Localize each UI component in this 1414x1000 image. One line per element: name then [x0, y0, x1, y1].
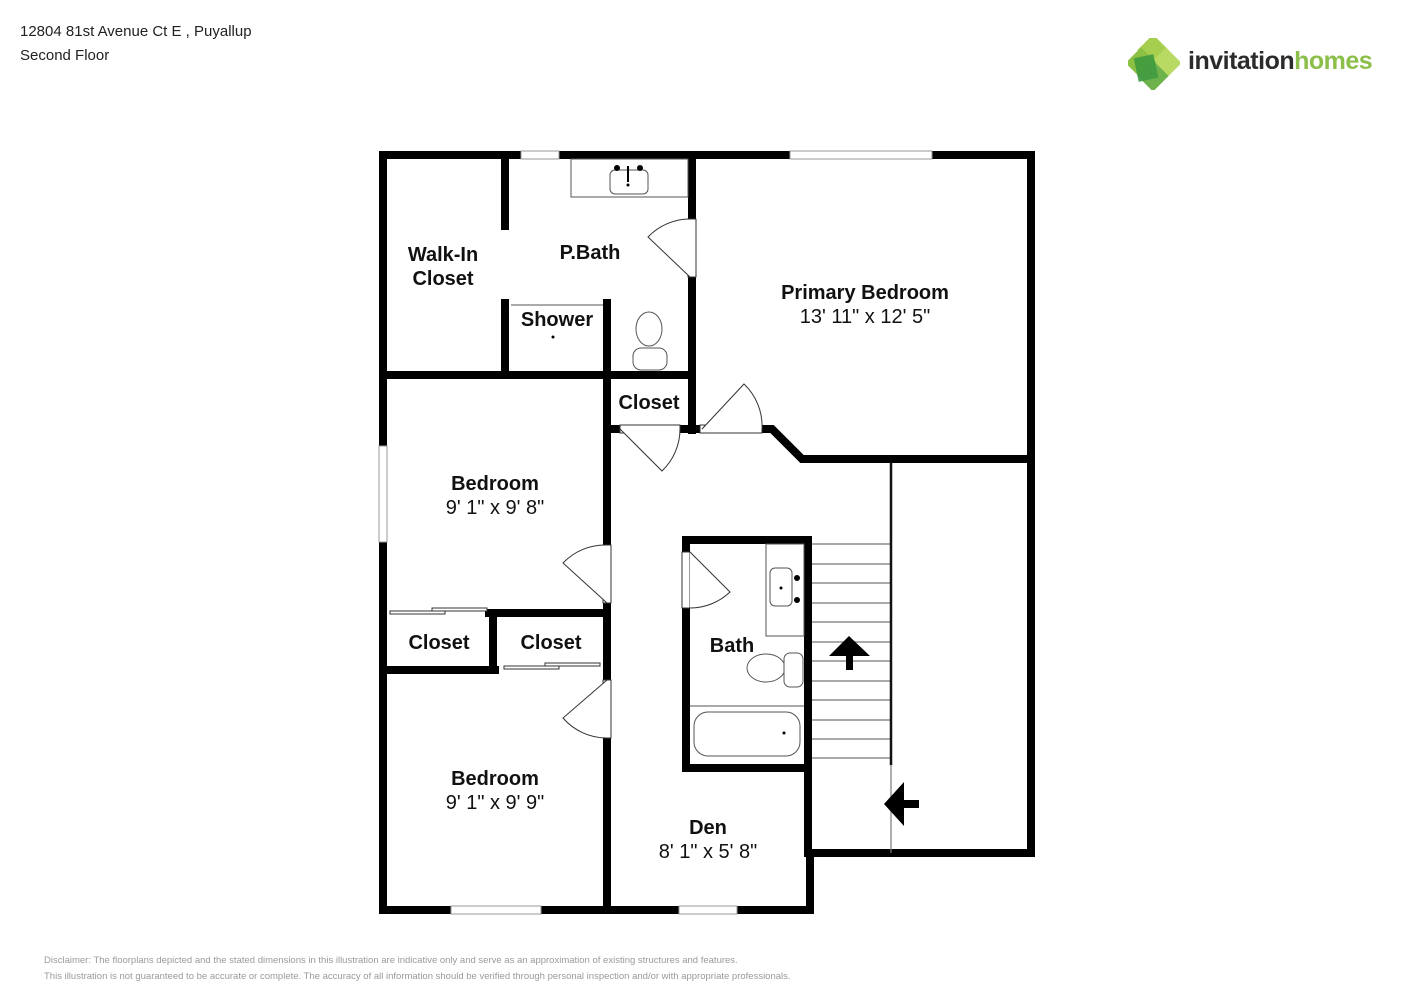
den-dims: 8' 1" x 5' 8" — [658, 841, 758, 863]
stair-left-arrow-icon — [884, 782, 919, 826]
property-address: 12804 81st Avenue Ct E , Puyallup — [20, 23, 252, 40]
stair-up-arrow-icon — [829, 636, 870, 670]
walkin-line1: Walk-In — [407, 244, 479, 266]
invitation-homes-logo: invitationhomes — [1128, 38, 1388, 90]
room-label-pbath: P.Bath — [559, 242, 621, 264]
room-label-shower: Shower — [520, 309, 594, 331]
room-label-closet-left: Closet — [408, 632, 470, 654]
bedroom2-dims: 9' 1" x 9' 9" — [445, 792, 545, 814]
logo-mark-icon — [1128, 38, 1180, 90]
bedroom1-name: Bedroom — [451, 473, 539, 495]
den-name: Den — [689, 817, 727, 839]
bedroom2-name: Bedroom — [451, 768, 539, 790]
room-label-closet-right: Closet — [520, 632, 582, 654]
logo-wordmark: invitationhomes — [1188, 47, 1373, 76]
walkin-line2: Closet — [412, 268, 474, 290]
primary-name: Primary Bedroom — [781, 282, 949, 304]
disclaimer-line-1: Disclaimer: The floorplans depicted and … — [44, 955, 738, 966]
room-label-hall-closet: Closet — [618, 392, 680, 414]
bedroom1-dims: 9' 1" x 9' 8" — [445, 497, 545, 519]
logo-word-invitation: invitation — [1188, 47, 1295, 75]
disclaimer-line-2: This illustration is not guaranteed to b… — [44, 971, 791, 982]
primary-dims: 13' 11" x 12' 5" — [799, 306, 931, 328]
floor-label: Second Floor — [20, 47, 110, 64]
room-label-bath: Bath — [709, 635, 755, 657]
logo-word-homes: homes — [1294, 47, 1373, 75]
